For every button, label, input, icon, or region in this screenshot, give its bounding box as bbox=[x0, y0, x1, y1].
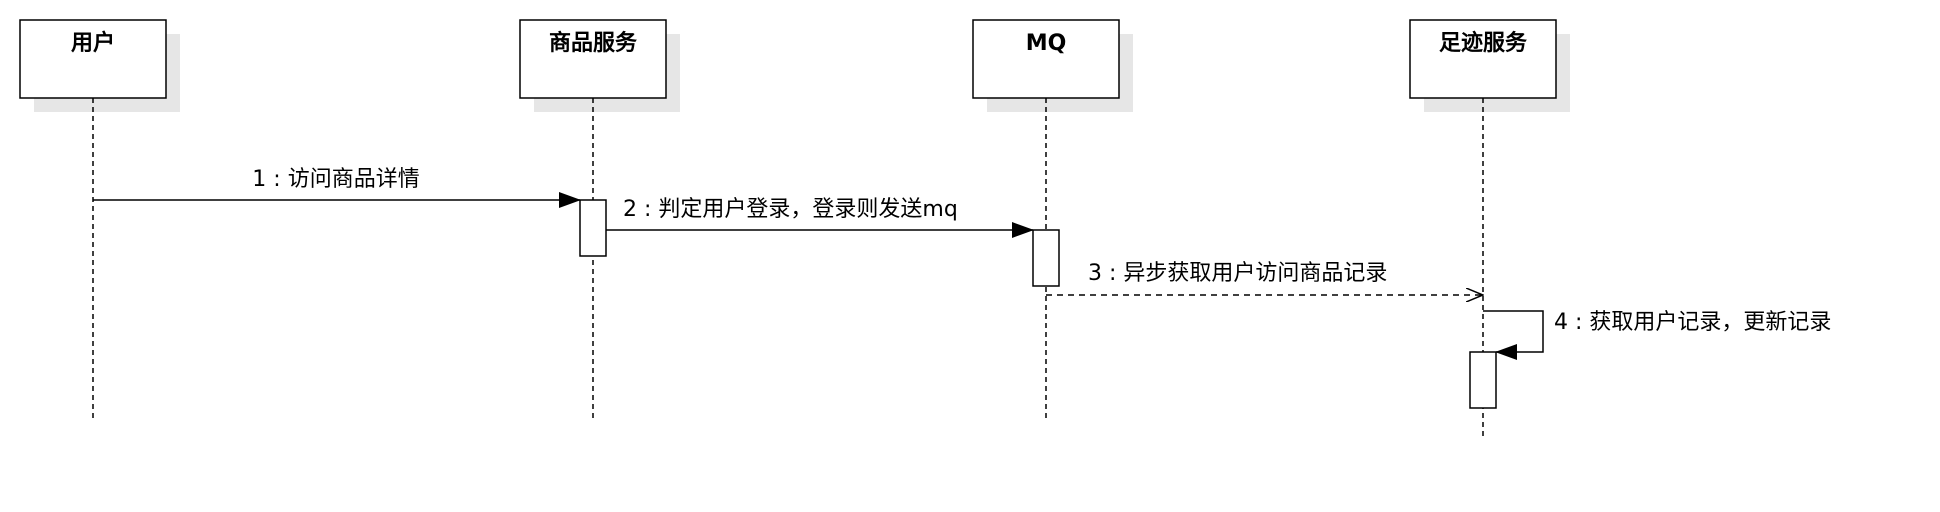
participant-user: 用户 bbox=[19, 19, 180, 422]
message-3: 3 : 异步获取用户访问商品记录 bbox=[1046, 261, 1483, 295]
activation-bar bbox=[1032, 229, 1060, 287]
message-label: 4 : 获取用户记录，更新记录 bbox=[1554, 310, 1831, 335]
message-label: 1 : 访问商品详情 bbox=[252, 167, 419, 192]
participant-label: 用户 bbox=[71, 30, 115, 56]
message-label: 3 : 异步获取用户访问商品记录 bbox=[1088, 261, 1387, 286]
participant-product-service: 商品服务 bbox=[519, 19, 680, 422]
participant-footprint-service: 足迹服务 bbox=[1409, 19, 1570, 436]
participant-label: MQ bbox=[1026, 31, 1067, 56]
participant-box bbox=[972, 19, 1120, 99]
participant-label: 足迹服务 bbox=[1439, 30, 1528, 56]
participant-label: 商品服务 bbox=[549, 30, 638, 56]
participant-box bbox=[1409, 19, 1557, 99]
message-2: 2 : 判定用户登录，登录则发送mq bbox=[606, 197, 1034, 238]
activation-bar bbox=[1469, 351, 1497, 409]
participant-mq: MQ bbox=[972, 19, 1133, 422]
message-label: 2 : 判定用户登录，登录则发送mq bbox=[623, 197, 958, 222]
participant-box bbox=[19, 19, 167, 99]
message-1: 1 : 访问商品详情 bbox=[93, 167, 581, 208]
message-4: 4 : 获取用户记录，更新记录 bbox=[1483, 310, 1831, 360]
participant-box bbox=[519, 19, 667, 99]
message-arrow bbox=[1483, 310, 1544, 360]
activation-bar bbox=[579, 199, 607, 257]
